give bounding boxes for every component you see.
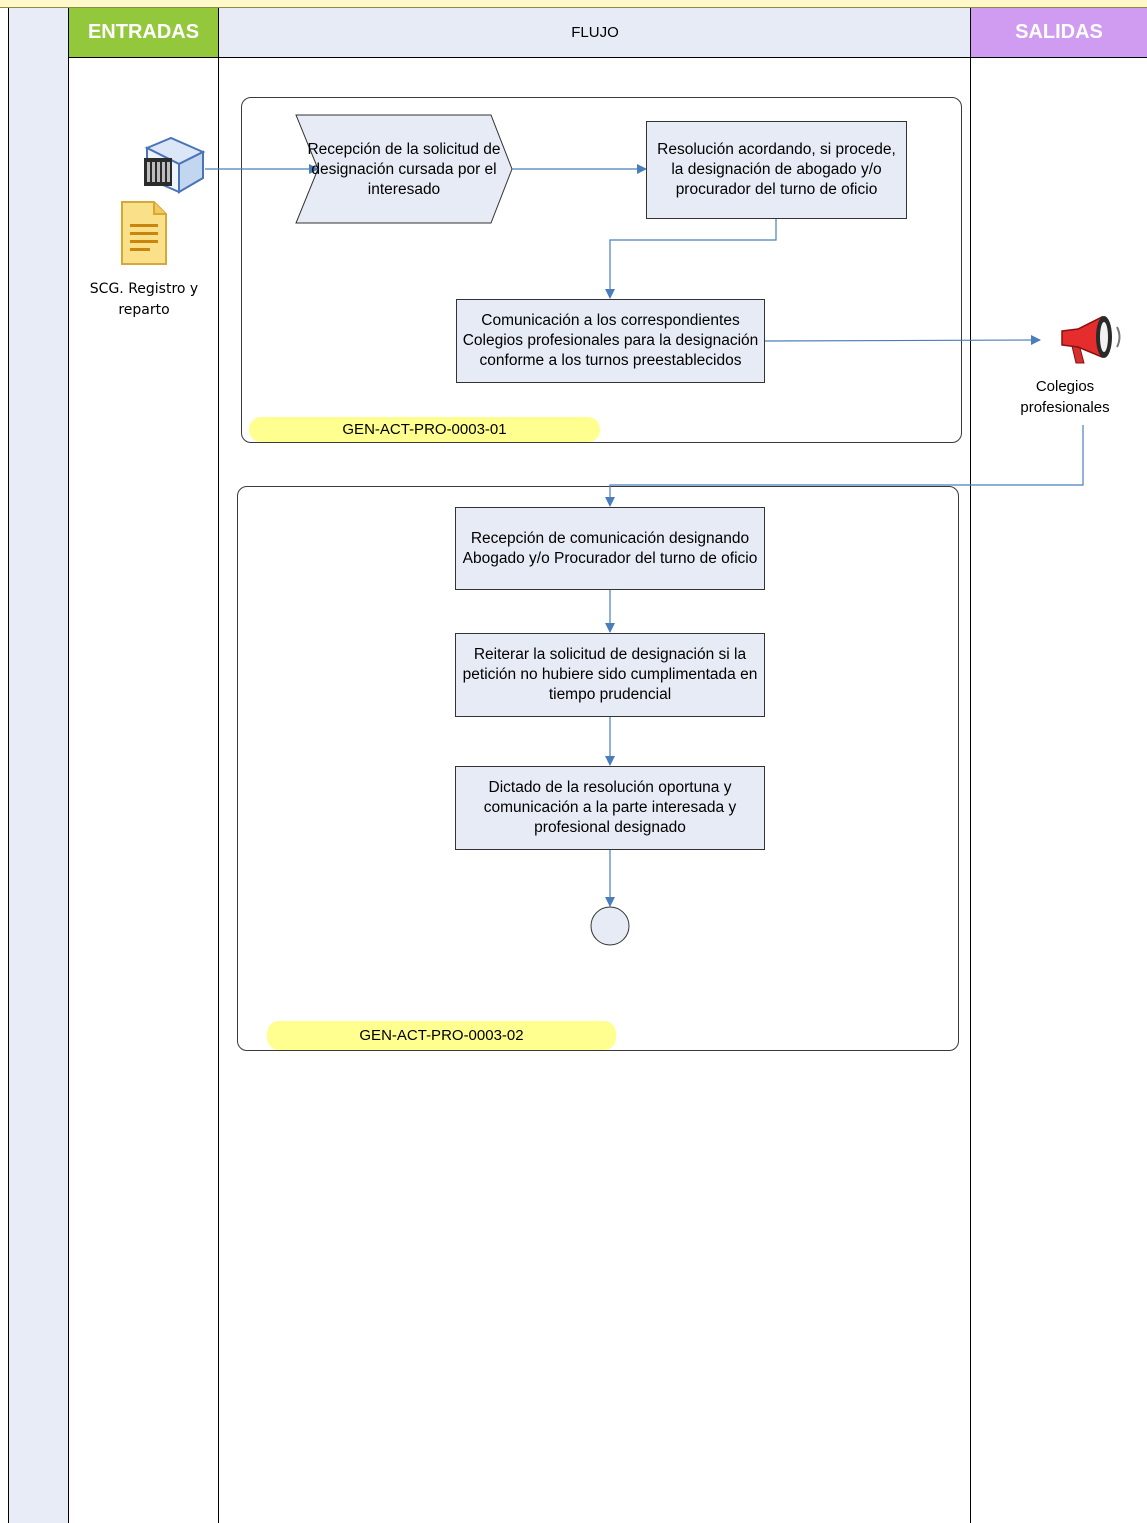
g1-step1-text: Recepción de la solicitud de designación…	[307, 141, 501, 198]
top-strip	[0, 0, 1147, 8]
group-tag-2: GEN-ACT-PRO-0003-02	[267, 1021, 616, 1050]
arrow-output-to-group2	[605, 425, 1084, 507]
end-circle	[590, 906, 630, 946]
border-left	[8, 8, 9, 1523]
header-salidas: SALIDAS	[971, 8, 1147, 57]
megaphone-icon	[1061, 315, 1121, 364]
output-label: Colegios profesionales	[1020, 378, 1110, 416]
g2-step3-box: Dictado de la resolución oportuna y comu…	[455, 766, 765, 850]
lane-divider-1	[68, 8, 69, 1523]
g1-step3-box: Comunicación a los correspondientes Cole…	[456, 299, 765, 383]
group-tag-1: GEN-ACT-PRO-0003-01	[249, 417, 600, 442]
arrow-step2-to-step3	[605, 218, 777, 299]
source-label: SCG. Registro y reparto	[89, 281, 199, 318]
group-frame-2	[237, 486, 959, 1051]
document-icon	[121, 201, 167, 265]
lane-divider-3	[970, 8, 971, 1523]
lane-divider-2	[218, 8, 219, 1523]
header-entradas: ENTRADAS	[68, 8, 219, 57]
g2-step1-box: Recepción de comunicación designando Abo…	[455, 507, 765, 590]
left-margin-lane	[9, 8, 68, 1523]
header-bottom-line	[68, 57, 1147, 58]
g1-step2-box: Resolución acordando, si procede, la des…	[646, 121, 907, 219]
group-frame-1	[241, 97, 962, 443]
header-flujo: FLUJO	[219, 8, 971, 57]
server-icon	[144, 136, 206, 194]
g2-step2-box: Reiterar la solicitud de designación si …	[455, 633, 765, 717]
arrow-step3-to-output	[764, 335, 1041, 346]
